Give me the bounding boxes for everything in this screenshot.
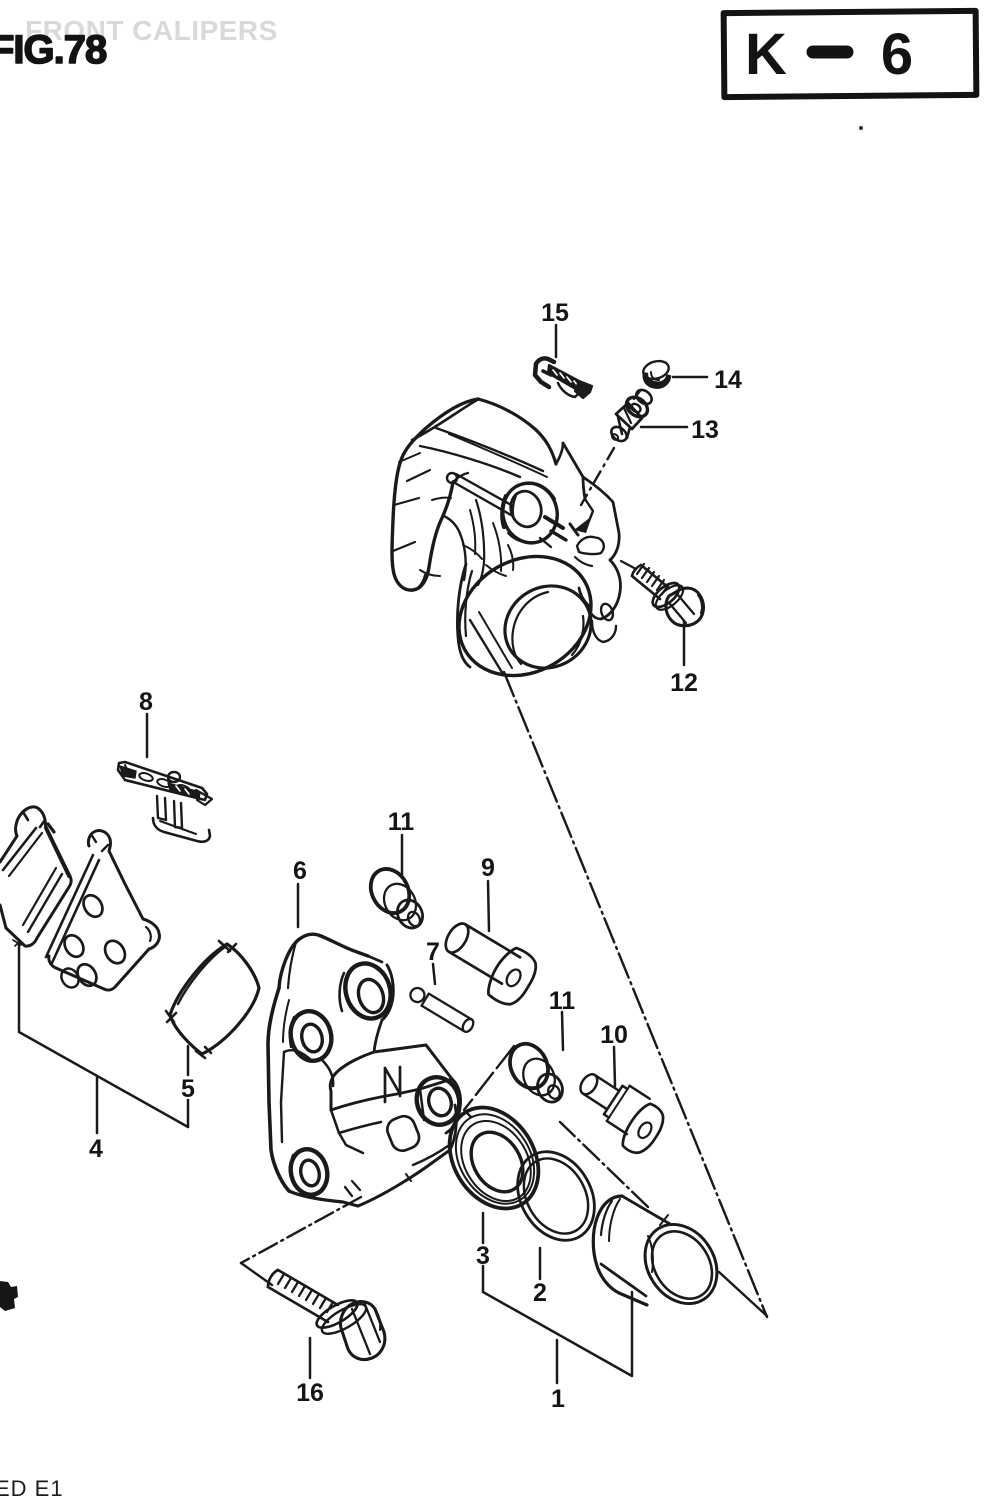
svg-text:3: 3 [476,1242,490,1270]
svg-text:4: 4 [89,1135,103,1163]
svg-text:6: 6 [293,857,307,885]
svg-text:5: 5 [181,1075,195,1103]
svg-text:2: 2 [533,1279,547,1307]
svg-text:11: 11 [388,808,415,836]
svg-text:15: 15 [541,299,569,327]
svg-text:11: 11 [549,987,576,1015]
svg-text:7: 7 [426,938,440,966]
svg-text:13: 13 [691,416,719,444]
svg-text:9: 9 [481,854,495,882]
svg-text:1: 1 [551,1385,565,1413]
svg-text:K: K [745,22,787,87]
svg-text:FIG.78: FIG.78 [0,28,107,72]
svg-text:12: 12 [670,669,698,697]
svg-text:FRONT CALIPERS: FRONT CALIPERS [25,15,278,46]
svg-text:16: 16 [296,1379,324,1407]
svg-text:ED E1: ED E1 [0,1476,64,1500]
svg-text:6: 6 [881,22,913,87]
svg-text:14: 14 [714,366,742,394]
svg-text:8: 8 [139,688,153,716]
svg-text:10: 10 [600,1021,628,1049]
